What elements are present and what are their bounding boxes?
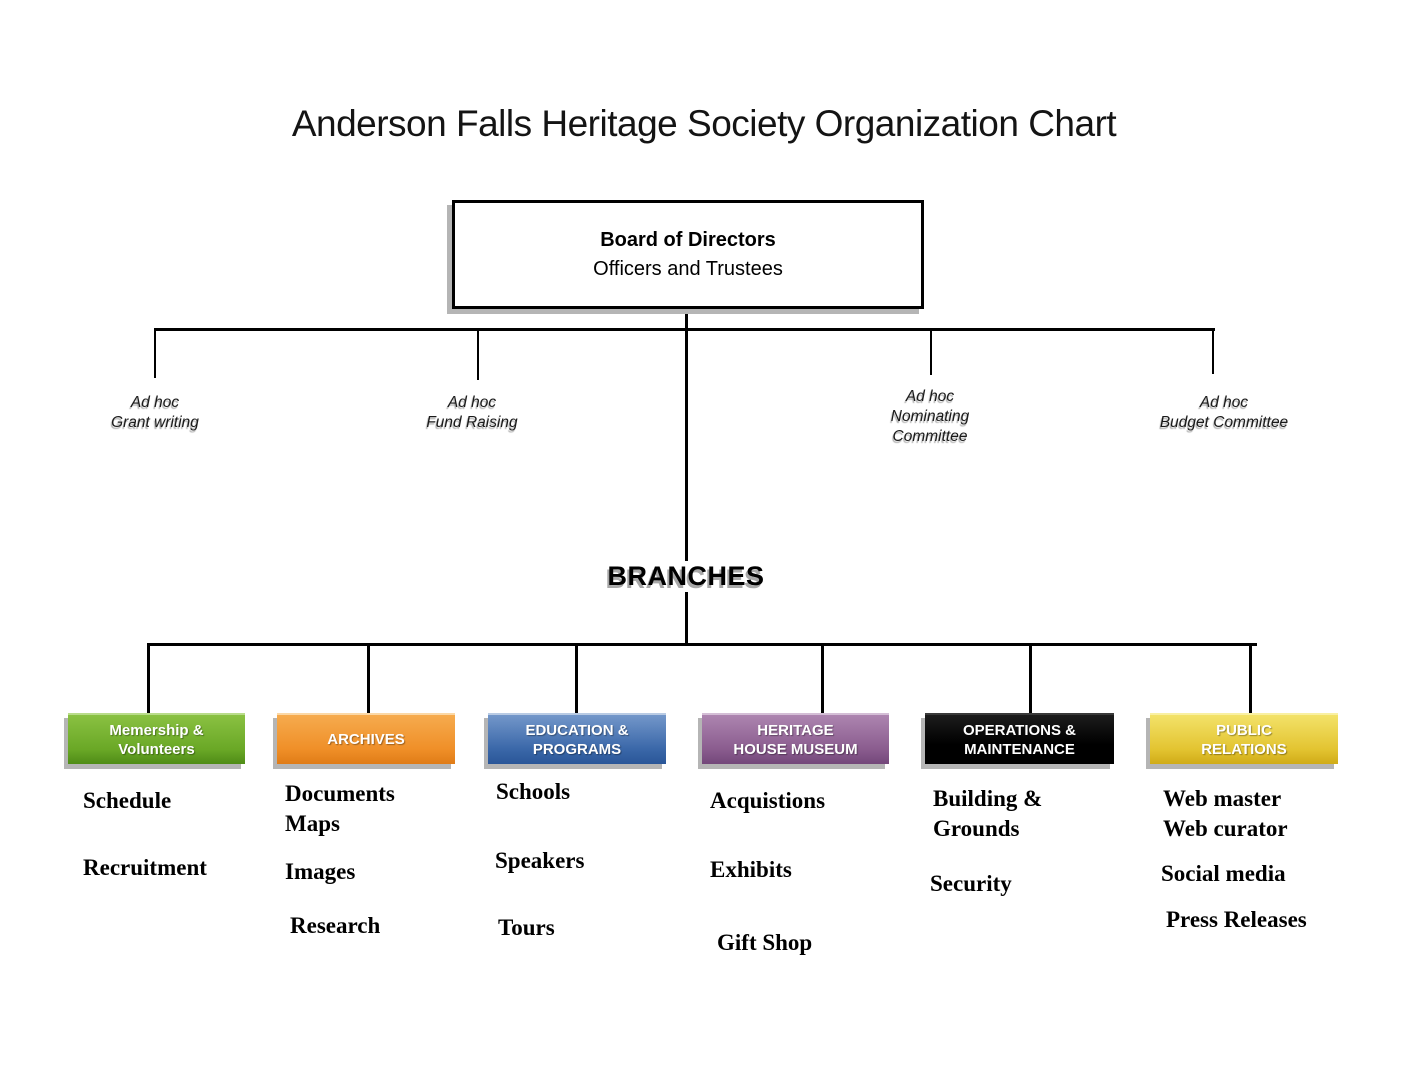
- committee-fund-raising: Ad hoc Fund Raising: [426, 394, 518, 431]
- branches-label: BRANCHES: [595, 561, 777, 592]
- archives-item-research: Research: [290, 913, 381, 938]
- branch-header-education-programs: EDUCATION & PROGRAMS: [488, 713, 666, 764]
- center-vertical-connector: [685, 304, 688, 645]
- committee-drop-1: [154, 328, 156, 378]
- archives-item-images: Images: [285, 859, 356, 884]
- education-item-speakers: Speakers: [495, 848, 585, 873]
- committee-grant-writing: Ad hoc Grant writing: [111, 394, 199, 431]
- museum-item-acquistions: Acquistions: [710, 788, 826, 813]
- chart-title: Anderson Falls Heritage Society Organiza…: [291, 103, 1117, 144]
- membership-item-schedule: Schedule: [83, 788, 172, 813]
- branch-header-operations-maintenance: OPERATIONS & MAINTENANCE: [925, 713, 1114, 764]
- committee-nominating: Ad hoc Nominating Committee: [890, 388, 970, 445]
- branch-drop-5: [1029, 643, 1032, 714]
- operations-item-building-grounds: Building & Grounds: [933, 786, 1043, 841]
- branch-drop-6: [1249, 643, 1252, 714]
- board-of-directors-box: Board of Directors Officers and Trustees: [452, 200, 924, 309]
- pr-item-social-media: Social media: [1161, 861, 1286, 886]
- pr-item-press-releases: Press Releases: [1166, 907, 1307, 932]
- archives-item-documents-maps: Documents Maps: [285, 781, 395, 836]
- education-item-schools: Schools: [496, 779, 571, 804]
- branch-header-archives: ARCHIVES: [277, 713, 455, 764]
- branches-horizontal-connector: [147, 643, 1257, 646]
- committee-drop-2: [477, 328, 479, 380]
- board-subtitle: Officers and Trustees: [593, 257, 783, 280]
- committee-drop-3: [930, 328, 932, 375]
- branch-header-public-relations: PUBLIC RELATIONS: [1150, 713, 1338, 764]
- committee-drop-4: [1212, 328, 1214, 374]
- committee-budget: Ad hoc Budget Committee: [1159, 394, 1289, 431]
- branch-drop-2: [367, 643, 370, 714]
- board-title: Board of Directors: [600, 228, 776, 251]
- membership-item-recruitment: Recruitment: [83, 855, 207, 880]
- branch-header-membership-volunteers: Memership & Volunteers: [68, 713, 245, 764]
- branch-drop-3: [575, 643, 578, 714]
- museum-item-exhibits: Exhibits: [710, 857, 792, 882]
- education-item-tours: Tours: [498, 915, 555, 940]
- pr-item-web-master-curator: Web master Web curator: [1163, 786, 1288, 841]
- branch-drop-1: [147, 643, 150, 714]
- committees-horizontal-connector: [154, 328, 1215, 331]
- museum-item-gift-shop: Gift Shop: [717, 930, 813, 955]
- branch-header-heritage-house-museum: HERITAGE HOUSE MUSEUM: [702, 713, 889, 764]
- branch-drop-4: [821, 643, 824, 714]
- operations-item-security: Security: [930, 871, 1012, 896]
